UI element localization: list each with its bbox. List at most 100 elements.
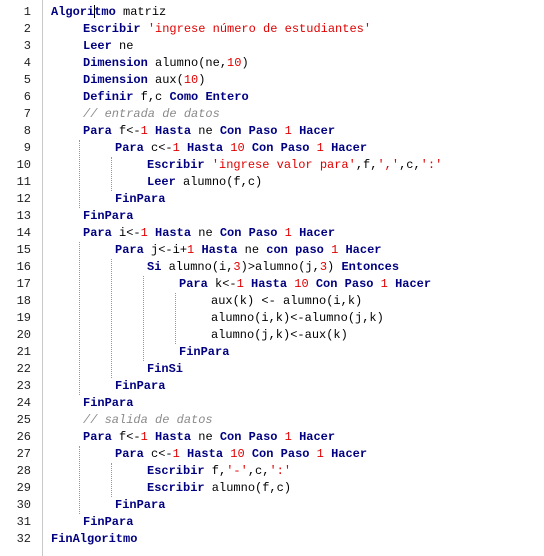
code-token-number: 3 [233, 260, 241, 274]
code-line[interactable]: Si alumno(i,3)>alumno(j,3) Entonces [147, 259, 399, 276]
code-token-keyword: Hasta [201, 243, 238, 257]
code-token-keyword: Para [83, 430, 112, 444]
code-token-keyword: FinPara [115, 498, 166, 512]
code-line[interactable]: Escribir 'ingrese número de estudiantes' [83, 21, 371, 38]
code-line[interactable]: Definir f,c Como Entero [83, 89, 249, 106]
code-token-number: 1 [172, 141, 180, 155]
code-token-ident: ) [327, 260, 342, 274]
code-line[interactable]: FinPara [115, 191, 165, 208]
code-token-ident: alumno(j,k)<-aux(k) [211, 328, 348, 342]
code-line[interactable]: Para c<-1 Hasta 10 Con Paso 1 Hacer [115, 140, 367, 157]
code-token-string: ':' [269, 464, 292, 478]
code-token-ident: alumno(f,c) [204, 481, 292, 495]
code-line[interactable]: FinPara [115, 378, 165, 395]
line-number: 17 [16, 277, 31, 291]
code-line[interactable]: // salida de datos [83, 412, 213, 429]
code-token-keyword: con paso [266, 243, 324, 257]
indent-guide [79, 242, 80, 395]
code-token-keyword: Para [83, 124, 112, 138]
code-token-ident [324, 243, 331, 257]
line-number: 30 [16, 498, 31, 512]
code-token-ident: f<- [111, 430, 141, 444]
code-token-keyword: FinSi [147, 362, 184, 376]
code-line[interactable]: Dimension aux(10) [83, 72, 205, 89]
code-token-ident: ne [191, 124, 220, 138]
code-token-ident: alumno(i, [161, 260, 234, 274]
code-line[interactable]: Para f<-1 Hasta ne Con Paso 1 Hacer [83, 429, 335, 446]
line-number: 4 [23, 56, 31, 70]
code-token-keyword: Leer [147, 175, 176, 189]
code-token-keyword: Entero [205, 90, 249, 104]
code-token-number: 1 [331, 243, 339, 257]
line-number: 25 [16, 413, 31, 427]
code-line[interactable]: FinPara [115, 497, 165, 514]
line-number: 10 [16, 158, 31, 172]
line-number: 28 [16, 464, 31, 478]
code-token-keyword: Con Paso [219, 430, 278, 444]
code-token-keyword: Con Paso [315, 277, 374, 291]
line-number: 31 [16, 515, 31, 529]
code-line[interactable]: Para k<-1 Hasta 10 Con Paso 1 Hacer [179, 276, 431, 293]
code-token-number: 10 [183, 73, 199, 87]
line-number: 5 [23, 73, 31, 87]
code-line[interactable]: FinPara [83, 514, 133, 531]
code-token-ident: ,c, [247, 464, 270, 478]
code-token-ident: ne [191, 226, 220, 240]
code-line[interactable]: Para j<-i+1 Hasta ne con paso 1 Hacer [115, 242, 382, 259]
code-line[interactable]: Leer ne [83, 38, 133, 55]
code-line[interactable]: Escribir 'ingrese valor para',f,',',c,':… [147, 157, 442, 174]
code-token-string: 'ingrese número de estudiantes' [147, 22, 372, 36]
code-token-number: 1 [140, 430, 148, 444]
code-line[interactable]: Escribir f,'-',c,':' [147, 463, 291, 480]
code-token-keyword: Dimension [83, 73, 148, 87]
code-line[interactable]: FinPara [83, 395, 133, 412]
line-number: 14 [16, 226, 31, 240]
code-line[interactable]: alumno(j,k)<-aux(k) [211, 327, 348, 344]
code-token-keyword: Como [169, 90, 199, 104]
code-line[interactable]: Leer alumno(f,c) [147, 174, 262, 191]
code-token-keyword: Hasta [187, 447, 224, 461]
code-token-keyword: Si [147, 260, 162, 274]
code-token-ident [244, 277, 251, 291]
code-token-keyword: Con Paso [219, 124, 278, 138]
code-line[interactable]: Para i<-1 Hasta ne Con Paso 1 Hacer [83, 225, 335, 242]
code-token-string: ':' [420, 158, 443, 172]
code-token-number: 1 [284, 124, 292, 138]
code-token-keyword: Para [179, 277, 208, 291]
code-line[interactable]: FinAlgoritmo [51, 531, 137, 548]
code-line[interactable]: alumno(i,k)<-alumno(j,k) [211, 310, 384, 327]
code-token-keyword: Con Paso [251, 141, 310, 155]
code-line[interactable]: Algoritmo matriz [51, 4, 166, 21]
code-token-number: 3 [319, 260, 328, 274]
code-line[interactable]: Escribir alumno(f,c) [147, 480, 291, 497]
code-token-ident: aux(k) <- alumno(i,k) [211, 294, 363, 308]
code-token-keyword: Escribir [147, 158, 205, 172]
code-line[interactable]: Para c<-1 Hasta 10 Con Paso 1 Hacer [115, 446, 367, 463]
code-line[interactable]: Dimension alumno(ne,10) [83, 55, 249, 72]
line-number: 20 [16, 328, 31, 342]
code-token-string: ',' [377, 158, 400, 172]
code-token-number: 1 [172, 447, 180, 461]
code-token-ident [245, 141, 252, 155]
code-token-keyword: Para [115, 141, 144, 155]
code-token-ident: )>alumno(j, [240, 260, 320, 274]
code-token-ident [292, 226, 299, 240]
code-line[interactable]: aux(k) <- alumno(i,k) [211, 293, 362, 310]
code-token-ident: ne [191, 430, 220, 444]
code-token-number: 1 [140, 226, 148, 240]
indent-guide [111, 259, 112, 378]
code-token-ident [324, 141, 331, 155]
code-line[interactable]: FinSi [147, 361, 183, 378]
code-line[interactable]: FinPara [179, 344, 229, 361]
code-token-number: 1 [316, 141, 324, 155]
code-line[interactable]: Para f<-1 Hasta ne Con Paso 1 Hacer [83, 123, 335, 140]
code-token-ident: ,c, [399, 158, 421, 172]
code-line[interactable]: // entrada de datos [83, 106, 220, 123]
code-line[interactable]: FinPara [83, 208, 133, 225]
code-token-keyword: Hacer [395, 277, 432, 291]
code-token-ident: ne [111, 39, 134, 53]
code-token-ident: f,c [133, 90, 170, 104]
